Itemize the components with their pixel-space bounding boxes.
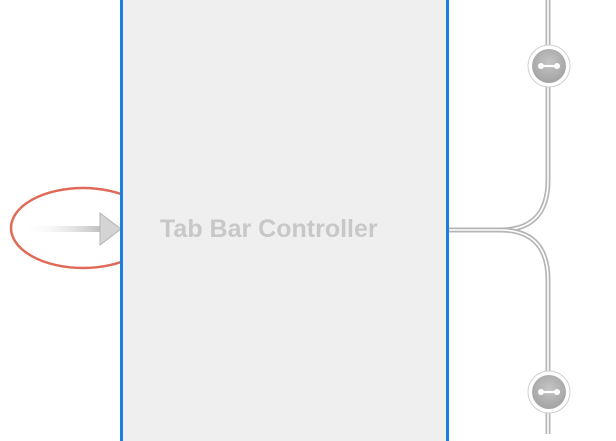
entry-point-arrow-icon[interactable] bbox=[22, 211, 122, 247]
relationship-segue-icon[interactable] bbox=[527, 44, 571, 88]
relationship-segue-icon[interactable] bbox=[527, 370, 571, 414]
tab-bar-controller-scene[interactable] bbox=[120, 0, 449, 441]
controller-title: Tab Bar Controller bbox=[160, 215, 378, 243]
relationship-segue-lines bbox=[446, 0, 551, 434]
